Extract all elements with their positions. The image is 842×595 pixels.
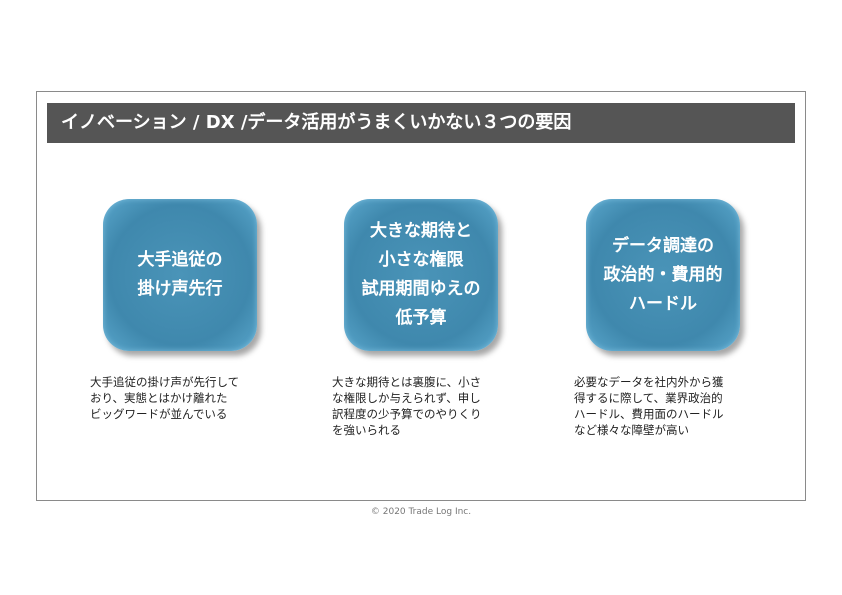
factor-card-2-line: 低予算 (395, 308, 447, 328)
factor-card-2-line: 小さな権限 (378, 250, 464, 270)
factor-description-2: 大きな期待とは裏腹に、小さ な権限しか与えられず、申し 訳程度の少予算でのやりく… (332, 374, 517, 438)
description-line: ハードル、費用面のハードル (574, 407, 724, 421)
description-line: 大手追従の掛け声が先行して (90, 375, 240, 389)
description-line: など様々な障壁が高い (574, 423, 689, 437)
factor-description-3: 必要なデータを社内外から獲 得するに際して、業界政治的 ハードル、費用面のハード… (574, 374, 759, 438)
factor-card-1-line: 掛け声先行 (137, 279, 223, 299)
factor-card-1: 大手追従の 掛け声先行 (103, 199, 257, 351)
factor-card-3-line: データ調達の (612, 235, 714, 256)
description-line: を強いられる (332, 423, 401, 437)
content-frame (36, 91, 806, 501)
description-line: 得するに際して、業界政治的 (574, 391, 723, 405)
factor-card-3-line: 政治的・費用的 (603, 264, 723, 285)
factor-card-2-line: 大きな期待と (370, 221, 472, 241)
factor-card-1-line: 大手追従の (137, 250, 223, 270)
description-line: ビッグワードが並んでいる (90, 407, 228, 421)
copyright-footer: © 2020 Trade Log Inc. (370, 507, 472, 517)
description-line: おり、実態とはかけ離れた (90, 391, 228, 405)
description-line: 必要なデータを社内外から獲 (574, 375, 724, 389)
description-line: 大きな期待とは裏腹に、小さ (332, 375, 482, 389)
slide-title: イノベーション / DX /データ活用がうまくいかない３つの要因 (47, 103, 795, 143)
description-line: な権限しか与えられず、申し (332, 391, 481, 405)
factor-card-3-line: ハードル (629, 293, 697, 314)
factor-card-2: 大きな期待と 小さな権限 試用期間ゆえの 低予算 (344, 199, 498, 351)
description-line: 訳程度の少予算でのやりくり (332, 407, 482, 421)
factor-description-1: 大手追従の掛け声が先行して おり、実態とはかけ離れた ビッグワードが並んでいる (90, 374, 275, 422)
factor-card-3: データ調達の 政治的・費用的 ハードル (586, 199, 740, 351)
factor-card-2-line: 試用期間ゆえの (361, 279, 481, 299)
